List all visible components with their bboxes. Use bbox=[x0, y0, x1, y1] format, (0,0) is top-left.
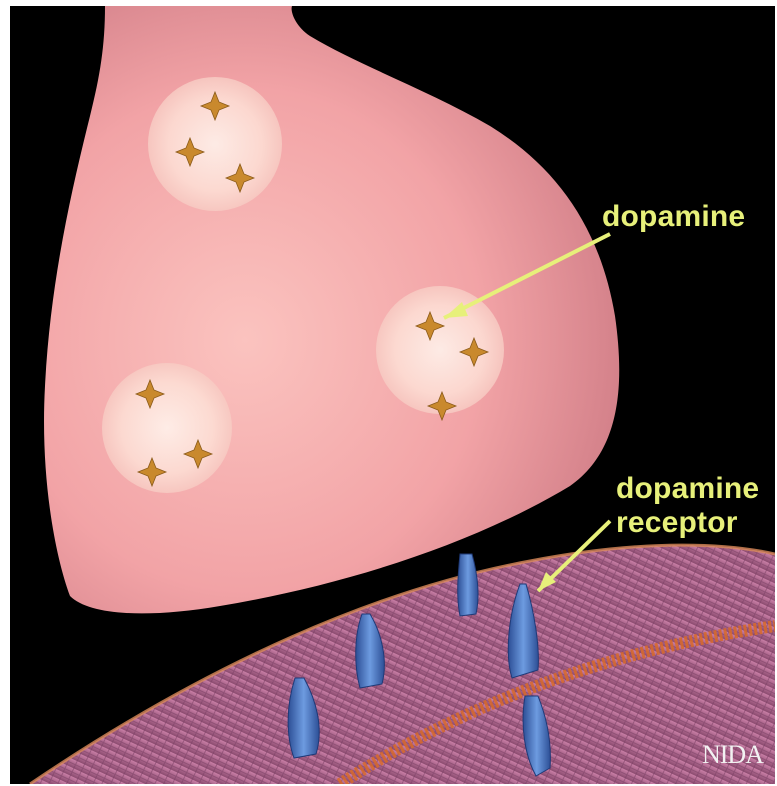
receptor-label-line1: dopamine bbox=[616, 472, 759, 506]
dopamine-receptor bbox=[458, 554, 478, 616]
dopamine-label: dopamine bbox=[602, 200, 745, 234]
nida-credit: NIDA bbox=[702, 740, 763, 770]
presynaptic-neuron bbox=[44, 6, 619, 613]
vesicle bbox=[376, 286, 504, 414]
synapse-illustration bbox=[10, 6, 775, 784]
illustration-frame: dopamine dopamine receptor NIDA bbox=[10, 6, 775, 784]
vesicle bbox=[102, 363, 232, 493]
receptor-label-line2: receptor bbox=[616, 506, 738, 540]
